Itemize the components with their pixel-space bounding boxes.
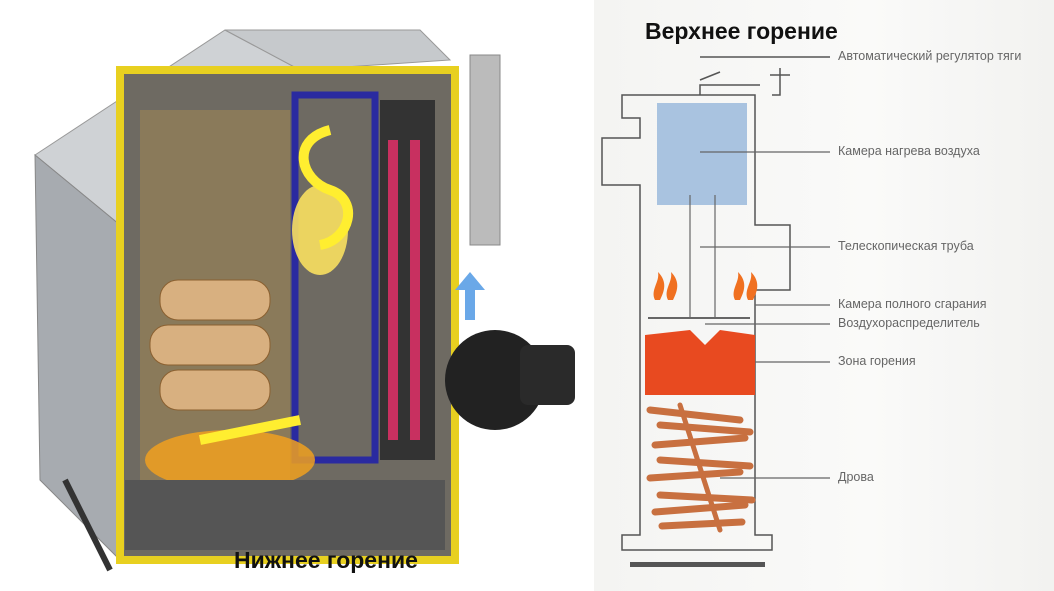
firewood-icon — [149, 279, 271, 411]
blue-air-arrow-icon — [455, 272, 485, 320]
draft-regulator-icon — [699, 68, 790, 96]
ash-pan — [125, 480, 445, 550]
flame-icon — [653, 272, 758, 300]
label-air-distributor: Воздухораспределитель — [838, 316, 980, 330]
left-diagram-title: Нижнее горение — [234, 547, 418, 573]
combustion-zone — [645, 330, 755, 395]
handle — [62, 478, 113, 572]
label-telescopic-pipe: Телескопическая труба — [838, 239, 974, 253]
bottom-combustion-boiler-illustration — [34, 29, 575, 572]
right-diagram-title: Верхнее горение — [645, 18, 838, 44]
outer-column — [601, 94, 791, 551]
yellow-insulation — [116, 66, 459, 564]
valve-assembly — [469, 54, 501, 246]
fan-motor — [520, 345, 575, 405]
firewood-icon — [646, 402, 756, 533]
label-air-heating-chamber: Камера нагрева воздуха — [838, 144, 980, 158]
label-firewood: Дрова — [838, 470, 874, 484]
label-combustion-zone: Зона горения — [838, 354, 916, 368]
air-heating-chamber — [657, 103, 747, 205]
label-full-combustion-chamber: Камера полного сгарания — [838, 297, 987, 311]
flame-icon — [292, 185, 348, 275]
water-jacket — [291, 91, 379, 464]
boiler-top-cover-right — [224, 29, 452, 71]
fire-glow — [145, 430, 315, 490]
tube-hot-1 — [388, 140, 398, 440]
grate — [630, 562, 765, 567]
s-flow-arrow — [298, 125, 353, 250]
tube-hot-2 — [410, 140, 420, 440]
label-draft-regulator: Автоматический регулятор тяги — [838, 49, 1022, 63]
yellow-flow-arrow — [199, 415, 301, 445]
